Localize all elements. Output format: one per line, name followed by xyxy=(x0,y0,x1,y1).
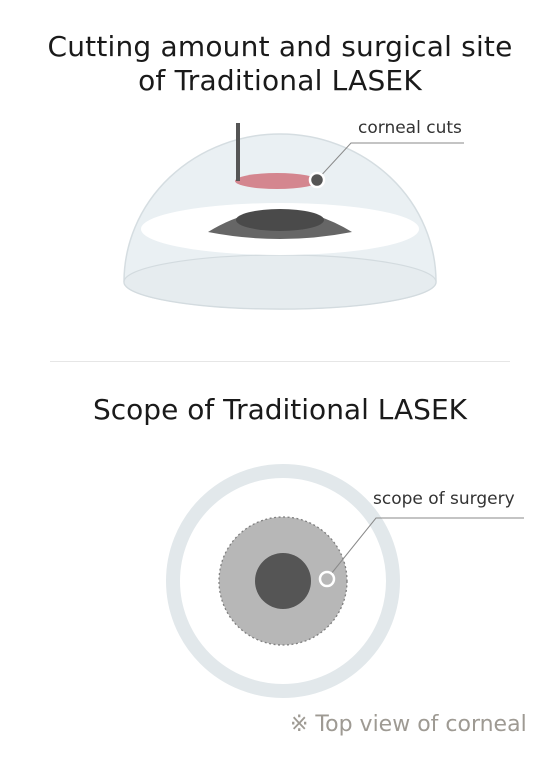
cornea-side-view: corneal cuts xyxy=(123,118,464,310)
section-title: Scope of Traditional LASEK xyxy=(93,393,467,426)
lens-inner xyxy=(236,209,324,231)
diagram-title-line1: Cutting amount and surgical site xyxy=(47,30,513,63)
cornea-top-view: scope of surgery xyxy=(166,464,524,698)
diagram-title-line2: of Traditional LASEK xyxy=(138,64,422,97)
footnote: ※ Top view of corneal xyxy=(290,712,527,737)
corneal-cut-area xyxy=(235,173,319,189)
corneal-cuts-label: corneal cuts xyxy=(358,118,462,138)
corneal-cuts-leader-line xyxy=(316,142,464,181)
section-divider xyxy=(50,361,510,362)
pupil xyxy=(255,553,311,609)
cornea-base xyxy=(123,254,437,310)
corneal-cuts-marker xyxy=(308,171,326,189)
scope-marker xyxy=(318,570,336,588)
cornea-outer-ring xyxy=(166,464,400,698)
scope-of-surgery-label: scope of surgery xyxy=(373,489,515,509)
diagram-title: Cutting amount and surgical site of Trad… xyxy=(0,30,560,98)
scope-leader-line xyxy=(326,517,524,580)
laser-probe xyxy=(236,123,240,181)
